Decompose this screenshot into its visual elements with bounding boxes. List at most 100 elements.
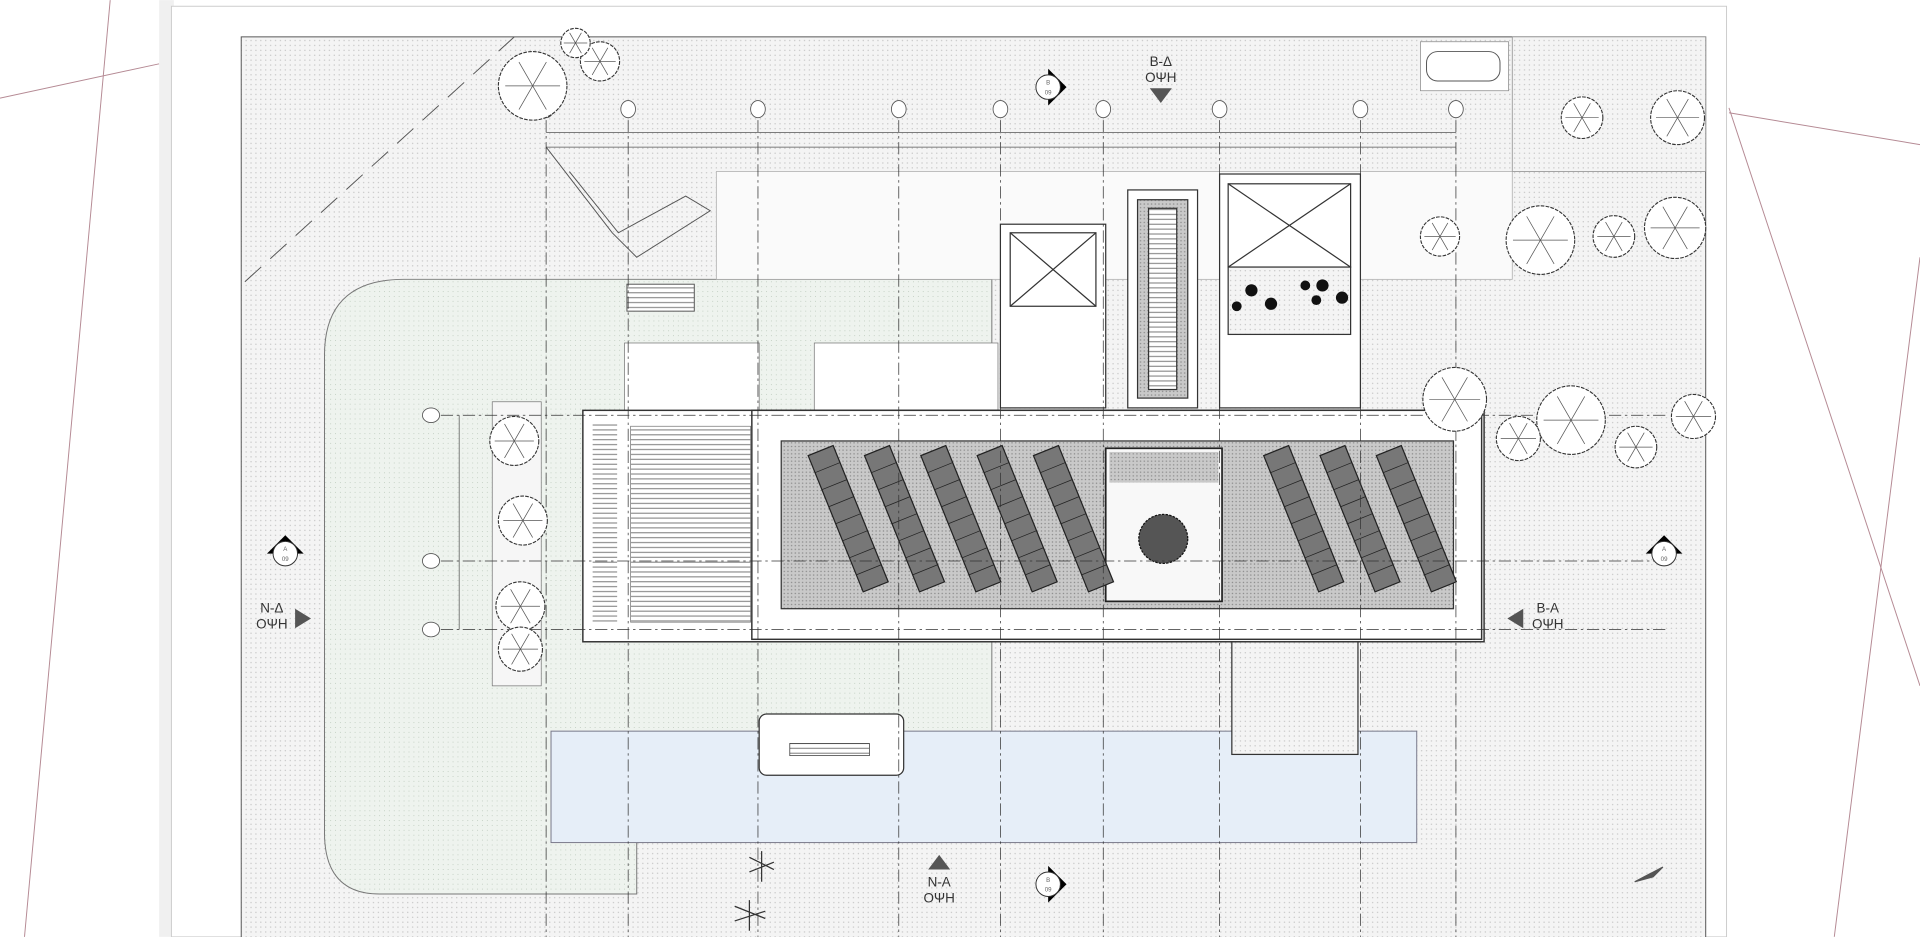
tree-branch <box>1662 227 1676 250</box>
tree-branch <box>1509 423 1519 439</box>
tree-branch <box>1439 222 1449 237</box>
tree-branch <box>1570 419 1586 445</box>
panel-cell-line <box>1297 530 1324 542</box>
panel-cell-line <box>948 513 974 525</box>
panel-cell-line <box>1291 513 1317 525</box>
svg-text:09: 09 <box>282 556 289 563</box>
panel-cell-line <box>1403 513 1429 525</box>
dimension-lines <box>458 132 1456 630</box>
svg-text:ΟΨΗ: ΟΨΗ <box>1532 616 1563 631</box>
panel-cell-line <box>1410 530 1436 542</box>
elevation-marker-north-east: Β-Δ ΟΨΗ <box>1145 54 1177 103</box>
tree-branch <box>520 633 530 650</box>
panel-cell-line <box>1311 564 1337 576</box>
tree-branch <box>518 61 533 87</box>
panel-cell-line <box>927 462 953 474</box>
section-marker-b-south: B 09 <box>1035 865 1067 903</box>
solar-panel <box>1262 444 1345 593</box>
tree-branch <box>504 440 515 459</box>
tree-branch <box>1441 399 1456 422</box>
tree-branch <box>532 85 547 110</box>
tree-icon <box>495 581 546 632</box>
solar-panel <box>920 444 1002 593</box>
panel-cell-line <box>1326 462 1352 474</box>
tree-branch <box>532 61 547 87</box>
elevation-marker-south: Ν-Α ΟΨΗ <box>923 854 955 906</box>
tree-icon <box>1560 96 1604 140</box>
panel-cell-line <box>856 564 882 576</box>
tree-branch <box>1635 446 1645 462</box>
tree-branch <box>1635 432 1645 448</box>
panel-cell-line <box>871 462 897 474</box>
panel-cell-line <box>1060 513 1087 525</box>
svg-text:Ν-Α: Ν-Α <box>928 875 951 890</box>
tree-branch <box>510 606 521 624</box>
tree-icon <box>497 626 543 672</box>
tree-branch <box>522 520 533 538</box>
tree-branch <box>1454 399 1468 422</box>
panel-cell-line <box>835 513 861 525</box>
tree-branch <box>1613 221 1623 237</box>
svg-text:B: B <box>1046 80 1050 87</box>
panel-cell-line <box>1333 479 1359 491</box>
tree-branch <box>1570 396 1586 421</box>
panel-cell-line <box>1004 513 1030 525</box>
section-marker-b-north: B 09 <box>1035 68 1067 106</box>
panel-cell-line <box>941 496 967 508</box>
tree-branch <box>1677 98 1689 118</box>
tree-icon <box>579 41 621 82</box>
solar-panel <box>1319 444 1401 593</box>
palm-trees <box>734 851 775 931</box>
solar-panel <box>863 444 946 593</box>
tree-branch <box>1439 236 1449 251</box>
tree-branch <box>1674 227 1688 250</box>
tree-branch <box>1431 222 1441 237</box>
tree-branch <box>1518 438 1528 454</box>
tree-icon <box>560 27 591 59</box>
panel-cell-line <box>1074 547 1100 559</box>
tree-branch <box>1666 98 1678 118</box>
panel-cell-line <box>1025 564 1051 576</box>
grid-bubble <box>422 621 441 638</box>
svg-text:09: 09 <box>1045 89 1052 96</box>
parking-bay-1 <box>624 342 760 417</box>
tree-icon <box>497 51 568 121</box>
grid-bubble <box>1352 100 1369 119</box>
tree-branch <box>511 648 521 665</box>
tree-branch <box>1627 432 1637 448</box>
panel-cell-line <box>1389 479 1416 491</box>
panel-cell-line <box>1277 479 1303 491</box>
panel-cell-line <box>1424 564 1450 576</box>
courtyard-planting <box>1109 451 1219 483</box>
tree-icon <box>1495 415 1541 462</box>
panel-cell-line <box>898 530 925 542</box>
solar-panel <box>1375 444 1458 593</box>
svg-text:A: A <box>1662 546 1667 553</box>
svg-text:09: 09 <box>1661 556 1668 563</box>
panel-cell-line <box>849 547 875 559</box>
svg-text:Β-Δ: Β-Δ <box>1150 54 1172 69</box>
tree-branch <box>1605 221 1615 237</box>
tree-branch <box>1573 117 1583 133</box>
grid-bubble <box>422 407 441 424</box>
tree-branch <box>1684 401 1694 417</box>
panel-cell-line <box>1081 564 1107 576</box>
north-arrow <box>1634 866 1664 883</box>
panel-cell-line <box>1067 530 1093 542</box>
tree-branch <box>1540 239 1555 265</box>
panel-cell-line <box>955 530 981 542</box>
solar-panel <box>976 444 1058 593</box>
tree-branch <box>1556 396 1572 421</box>
tree-branch <box>599 47 609 62</box>
panel-cell-line <box>1396 496 1423 508</box>
panel-cell-line <box>891 513 918 525</box>
tree-branch <box>1684 416 1694 432</box>
terrace <box>715 171 1513 280</box>
svg-text:ΟΨΗ: ΟΨΗ <box>923 891 954 906</box>
tree-branch <box>599 61 609 76</box>
panel-cell-line <box>1047 479 1073 491</box>
panel-cell-line <box>1347 513 1373 525</box>
tree-branch <box>575 32 582 44</box>
tree-icon <box>1505 205 1576 275</box>
